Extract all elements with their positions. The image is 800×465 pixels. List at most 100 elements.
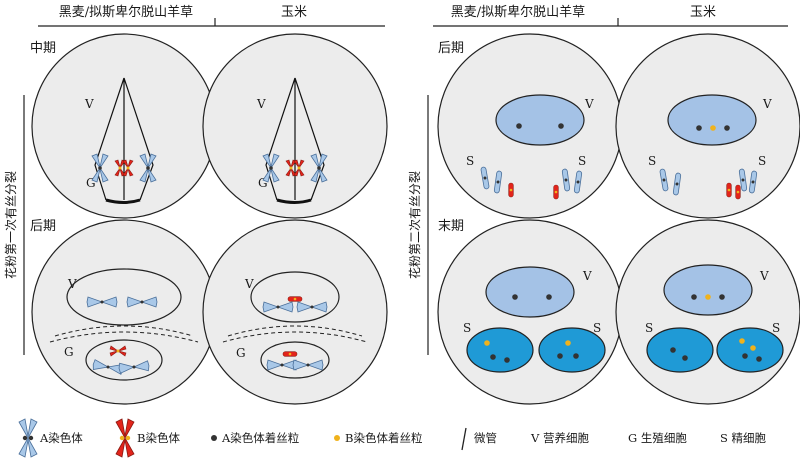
cell-anaphase-rye [31, 219, 217, 405]
legend-b-chromosome: B染色体 [137, 431, 180, 445]
anaphase2-rye: V S S [466, 94, 594, 200]
legend-b-chromosome-icon [115, 418, 135, 458]
a-centromere [504, 357, 510, 363]
legend-a-chromosome: A染色体 [39, 431, 83, 445]
b-centromere [565, 340, 571, 346]
telophase-maize: V S S [645, 264, 784, 373]
sperm-cell [646, 327, 714, 373]
spindle-microtubule [265, 77, 296, 201]
spindle-microtubule [294, 77, 325, 201]
column-header-3: 黑麦/拟斯卑尔脱山羊草 [451, 4, 585, 20]
legend-sperm-cell: S 精细胞 [720, 431, 767, 445]
phase-label-telophase: 末期 [438, 219, 464, 234]
label-v: V [584, 97, 594, 111]
a-centromere [696, 125, 702, 131]
a-centromere [558, 123, 564, 129]
sperm-cell [716, 327, 784, 373]
label-g: G [64, 345, 74, 359]
legend: A染色体 B染色体 A染色体着丝粒 B染色体着丝粒 微管 V 营养细胞 G 生殖… [18, 418, 767, 458]
cell-plate [227, 325, 363, 337]
label-g: G [86, 176, 96, 190]
b-chromosome [287, 296, 303, 302]
cell-anaphase-maize [202, 219, 388, 405]
generative-cell [85, 339, 163, 381]
anaphase-maize: V G [222, 271, 368, 379]
legend-microtubule-icon [461, 427, 467, 451]
a-centromere [512, 294, 518, 300]
label-v: V [256, 97, 266, 111]
column-header-1: 黑麦/拟斯卑尔脱山羊草 [59, 4, 193, 20]
vegetative-nucleus [667, 94, 757, 146]
b-chromosome [726, 182, 732, 198]
legend-vegetative-cell: V 营养细胞 [530, 431, 589, 445]
a-centromere [573, 353, 579, 359]
phase-label-anaphase: 后期 [30, 219, 56, 234]
column-header-2: 玉米 [281, 5, 307, 20]
label-v: V [244, 277, 254, 291]
telophase-rye: V S S [463, 266, 606, 373]
sperm-cell [466, 327, 534, 373]
legend-a-chromosome-icon [18, 418, 38, 458]
side-label-right: 花粉第二次有丝分裂 [407, 171, 422, 279]
b-centromere [710, 125, 716, 131]
label-s: S [593, 321, 601, 335]
a-centromere [546, 294, 552, 300]
label-s: S [578, 154, 586, 168]
label-s: S [463, 321, 471, 335]
metaphase-maize: V G [256, 77, 328, 204]
legend-microtubule: 微管 [474, 431, 497, 445]
label-v: V [759, 269, 769, 283]
label-v: V [762, 97, 772, 111]
legend-generative-cell: G 生殖细胞 [628, 431, 687, 445]
label-s: S [466, 154, 474, 168]
b-centromere [739, 338, 745, 344]
generative-cell [260, 341, 330, 379]
a-centromere [756, 356, 762, 362]
label-v: V [582, 269, 592, 283]
legend-a-centromere: A染色体着丝粒 [221, 431, 299, 445]
legend-b-centromere-icon [334, 435, 340, 441]
phase-label-anaphase2: 后期 [438, 41, 464, 56]
label-s: S [758, 154, 766, 168]
label-v: V [67, 277, 77, 291]
a-centromere [557, 353, 563, 359]
b-centromere [750, 345, 756, 351]
a-centromere [670, 347, 676, 353]
vegetative-nucleus [66, 268, 182, 326]
b-chromosome [735, 184, 741, 200]
vegetative-nucleus [485, 266, 575, 318]
a-centromere [682, 355, 688, 361]
a-centromere [516, 123, 522, 129]
label-g: G [258, 176, 268, 190]
spindle-microtubule [94, 77, 125, 201]
spindle-microtubule [123, 77, 154, 201]
label-s: S [648, 154, 656, 168]
label-s: S [645, 321, 653, 335]
side-label-left: 花粉第一次有丝分裂 [3, 171, 18, 279]
a-centromere [742, 353, 748, 359]
anaphase-rye: V G [49, 268, 199, 381]
label-s: S [772, 321, 780, 335]
b-chromosome [553, 184, 559, 200]
b-chromosome [508, 182, 514, 198]
spindle-microtubule [276, 198, 312, 204]
cell-plate [54, 325, 194, 337]
label-v: V [84, 97, 94, 111]
a-centromere [691, 294, 697, 300]
a-centromere [490, 354, 496, 360]
phase-label-metaphase: 中期 [30, 41, 56, 56]
column-header-4: 玉米 [690, 5, 716, 20]
label-g: G [236, 346, 246, 360]
metaphase-rye: V G [84, 77, 157, 204]
a-centromere [724, 125, 730, 131]
legend-b-centromere: B染色体着丝粒 [345, 431, 422, 445]
vegetative-nucleus [250, 271, 340, 323]
legend-a-centromere-icon [211, 435, 217, 441]
vegetative-nucleus [495, 94, 585, 146]
anaphase2-maize: V S S [648, 94, 772, 200]
b-centromere [484, 340, 490, 346]
cell-plate [222, 331, 368, 343]
b-centromere [705, 294, 711, 300]
spindle-microtubule [105, 198, 141, 204]
